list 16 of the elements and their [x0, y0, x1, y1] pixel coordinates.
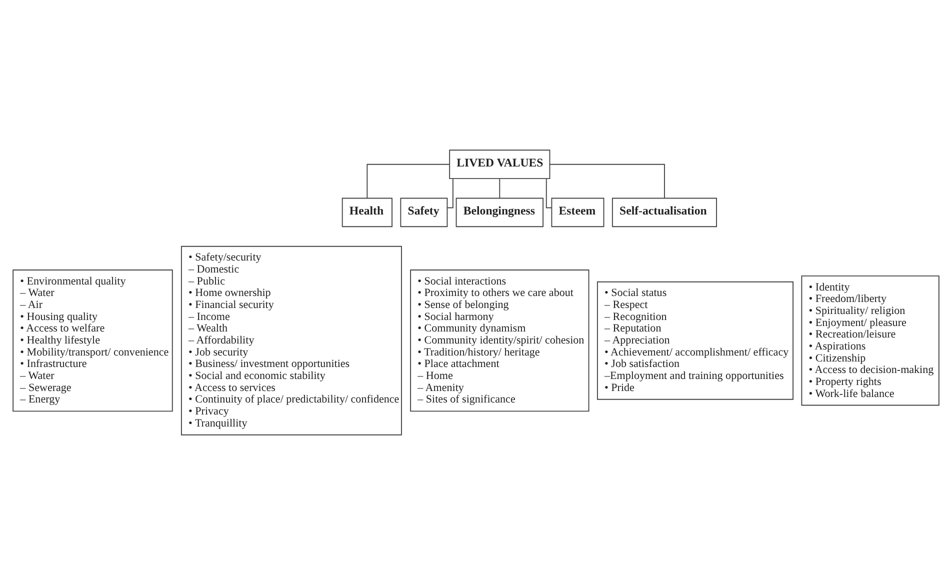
node-box: LIVED VALUES [448, 150, 550, 180]
node-box: • Identity • Freedom/liberty • Spirituality/ religion • Enjoyment/ pleasure • Recreation/leisure • Aspirations • Citizenship • Access to decision-making • Property rights • Work-life balance [800, 275, 939, 406]
node-box: Self-actualisation [611, 198, 716, 228]
node-box: • Social interactions • Proximity to others we care about • Sense of belonging • Social harmony • Community dynamism • Community identity/spirit/ cohesion • Tradition/history/ heritage • Place attachment – Home – Amenity – Sites of significance [410, 270, 589, 412]
connector [545, 178, 552, 208]
node-box: Belongingness [455, 198, 543, 228]
node-box: • Social status – Respect – Recognition – Reputation – Appreciation • Achievement/ accomplishment/ efficacy • Job satisfaction –Employment and training opportunities • Pride [596, 281, 793, 400]
node-box: Safety [400, 198, 448, 228]
connector [498, 178, 500, 198]
connector [366, 164, 450, 198]
node-box: • Safety/security – Domestic – Public • Home ownership • Financial security – Income – Wealth – Affordability • Job security • Business/ investment opportunities • Social and economic stability • Access to services • Continuity of place/ predictability/ confidence • Privacy • Tranquillity [180, 246, 402, 436]
node-box: Esteem [550, 198, 604, 228]
connector [446, 178, 453, 208]
connector [548, 164, 664, 198]
node-box: Health [341, 198, 392, 228]
node-box: • Environmental quality – Water – Air • Housing quality • Access to welfare • Healthy lifestyle • Mobility/transport/ convenience • Infrastructure – Water – Sewerage – Energy [12, 270, 172, 412]
